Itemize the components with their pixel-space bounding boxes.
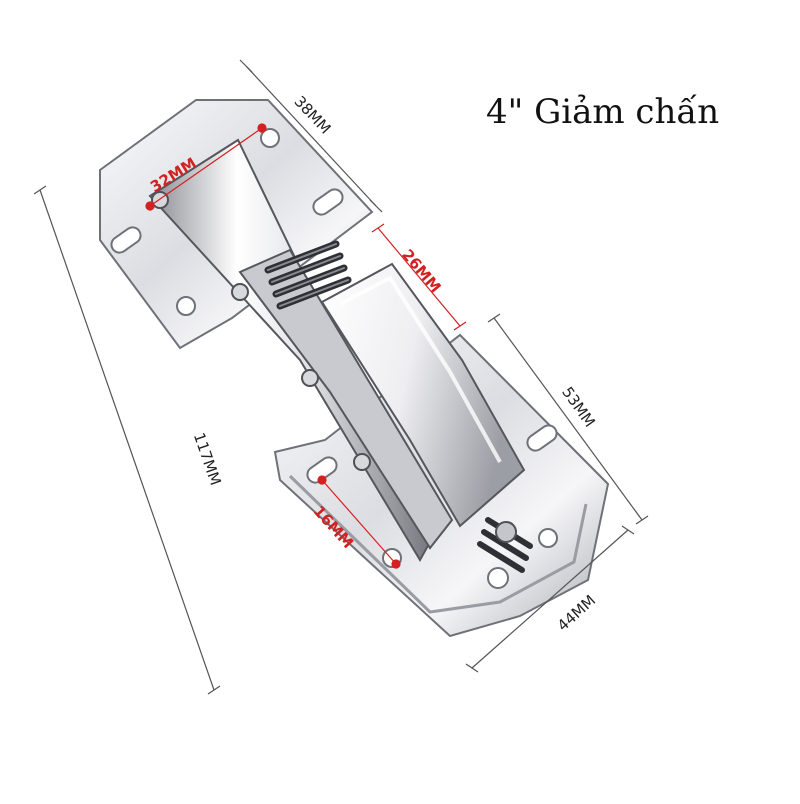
product-title: 4" Giảm chấn bbox=[486, 92, 720, 132]
top-slot-right bbox=[312, 188, 344, 216]
pivot-rivet-low bbox=[301, 369, 319, 387]
bottom-slot-left bbox=[306, 456, 338, 484]
bottom-hole-center bbox=[487, 567, 509, 589]
damper-cover bbox=[320, 262, 526, 528]
bottom-spring bbox=[477, 517, 533, 573]
pivot-rivet-mid bbox=[231, 283, 249, 301]
hinge-arms bbox=[148, 138, 454, 562]
top-hole-lower bbox=[176, 296, 196, 316]
dimension-lines bbox=[33, 59, 649, 695]
top-slot-left bbox=[110, 226, 142, 254]
bottom-hole-right bbox=[538, 528, 558, 548]
bottom-slot-right bbox=[526, 424, 558, 452]
spring bbox=[264, 240, 352, 310]
top-hole-upper bbox=[260, 128, 280, 148]
pivot-rivet-bottom bbox=[353, 453, 371, 471]
red-dimension-lines bbox=[145, 123, 467, 569]
